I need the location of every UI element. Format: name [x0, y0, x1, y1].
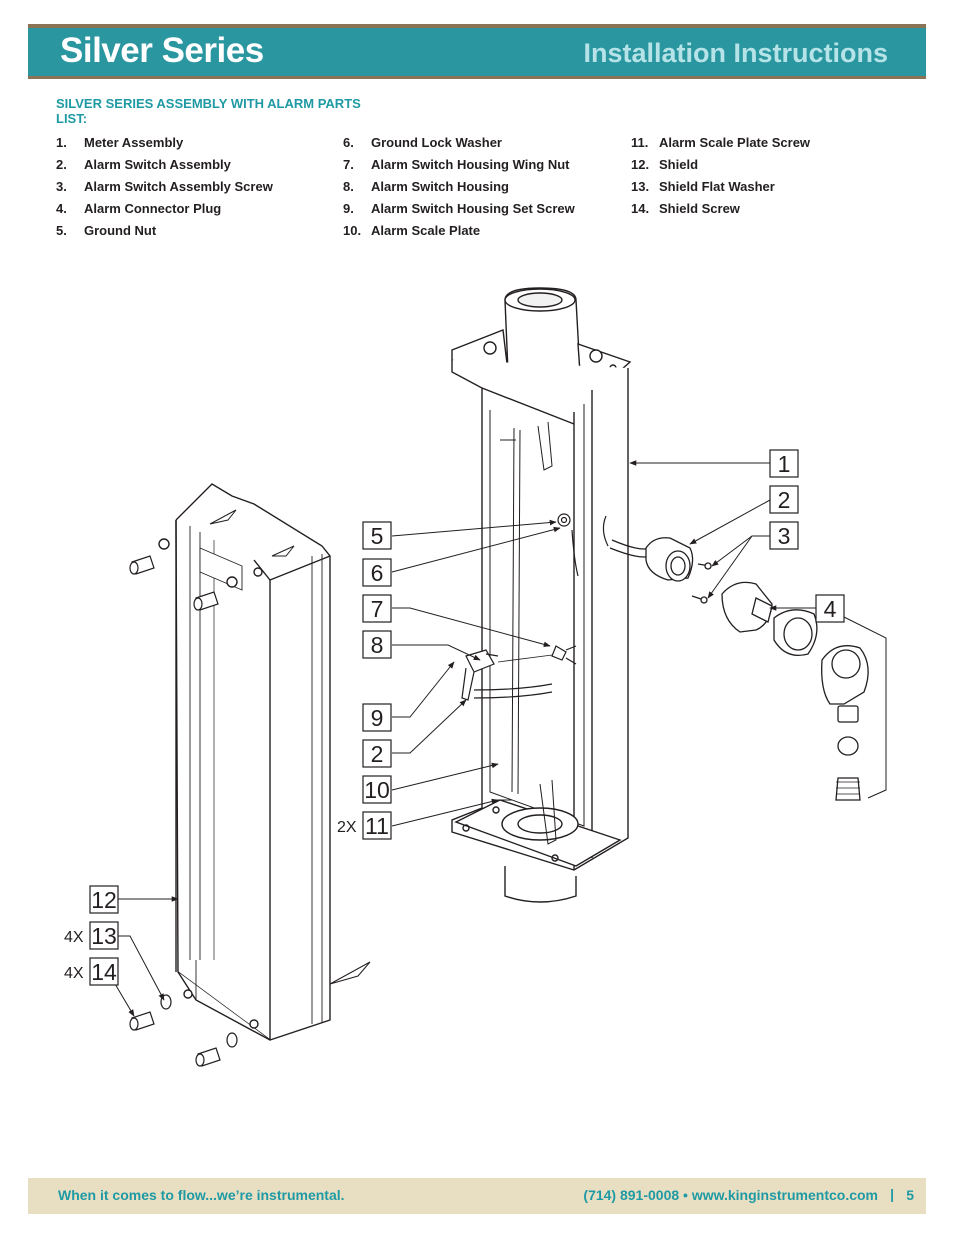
parts-column-1: 1. Meter Assembly 2. Alarm Switch Assembly… — [56, 134, 273, 244]
callout-8: 8 — [362, 630, 392, 659]
part-item: 14. Shield Screw — [631, 200, 810, 222]
part-name: Alarm Switch Assembly — [84, 157, 231, 172]
part-item: 13. Shield Flat Washer — [631, 178, 810, 200]
callout-5: 5 — [362, 521, 392, 550]
part-item: 3. Alarm Switch Assembly Screw — [56, 178, 273, 200]
callout-label: 4 — [824, 596, 837, 622]
shield-screws — [129, 555, 238, 1067]
header-bottom-rule — [28, 76, 926, 79]
part-name: Shield Screw — [659, 201, 740, 216]
part-name: Alarm Switch Housing — [371, 179, 509, 194]
part-number: 8. — [343, 179, 354, 194]
callout-label: 7 — [371, 596, 384, 622]
part-number: 9. — [343, 201, 354, 216]
part-number: 14. — [631, 201, 650, 216]
parts-column-2: 6. Ground Lock Washer 7. Alarm Switch Hous… — [343, 134, 575, 244]
header-top-rule — [28, 24, 926, 28]
callout-label: 1 — [778, 451, 791, 477]
part-item: 2. Alarm Switch Assembly — [56, 156, 273, 178]
callout-label: 3 — [778, 523, 791, 549]
header-bar — [28, 28, 926, 76]
part-number: 5. — [56, 223, 67, 238]
callout-9: 9 — [362, 703, 392, 732]
callout-13: 13 4X — [64, 921, 119, 950]
part-name: Alarm Scale Plate — [371, 223, 481, 238]
footer-separator: | — [890, 1186, 894, 1202]
part-number: 13. — [631, 179, 650, 194]
callout-12: 12 — [89, 885, 119, 914]
part-number: 4. — [56, 201, 67, 216]
part-name: Shield — [659, 157, 699, 172]
series-title: Silver Series — [60, 31, 264, 70]
callout-label: 2 — [371, 741, 384, 767]
axis-arrows — [209, 509, 371, 985]
callout-10: 10 — [362, 775, 392, 804]
part-item: 6. Ground Lock Washer — [343, 134, 575, 156]
part-item: 1. Meter Assembly — [56, 134, 273, 156]
part-item: 4. Alarm Connector Plug — [56, 200, 273, 222]
leader-lines — [107, 460, 816, 1017]
part-name: Ground Nut — [84, 223, 157, 238]
callout-label: 14 — [91, 959, 117, 985]
footer-contact: (714) 891-0008 • www.kinginstrumentco.co… — [583, 1187, 878, 1203]
callout-label: 9 — [371, 705, 384, 731]
part-item: 9. Alarm Switch Housing Set Screw — [343, 200, 575, 222]
callout-label: 12 — [91, 887, 117, 913]
callout-2: 2 — [769, 485, 799, 514]
callout-label: 5 — [371, 523, 384, 549]
callout-4: 4 — [815, 594, 845, 623]
parts-list-heading: SILVER SERIES ASSEMBLY WITH ALARM PARTS … — [56, 96, 361, 126]
meter-assembly — [451, 287, 632, 903]
part-number: 6. — [343, 135, 354, 150]
callout-7: 7 — [362, 594, 392, 623]
part-name: Meter Assembly — [84, 135, 184, 150]
part-item: 12. Shield — [631, 156, 810, 178]
callout-2-lower: 2 — [362, 739, 392, 768]
alarm-switch-housing — [461, 645, 577, 701]
callout-label: 6 — [371, 560, 384, 586]
part-number: 11. — [631, 135, 649, 150]
part-item: 7. Alarm Switch Housing Wing Nut — [343, 156, 575, 178]
part-number: 3. — [56, 179, 67, 194]
part-number: 12. — [631, 157, 650, 172]
part-number: 1. — [56, 135, 67, 150]
part-item: 5. Ground Nut — [56, 222, 273, 244]
quantity-multiplier: 4X — [64, 965, 84, 982]
part-name: Alarm Scale Plate Screw — [659, 135, 811, 150]
callout-3: 3 — [769, 521, 799, 550]
part-item: 8. Alarm Switch Housing — [343, 178, 575, 200]
parts-column-3: 11. Alarm Scale Plate Screw 12. Shield 13.… — [631, 134, 810, 222]
part-name: Alarm Switch Assembly Screw — [84, 179, 273, 194]
part-name: Alarm Switch Housing Wing Nut — [371, 157, 570, 172]
shield — [158, 483, 331, 1041]
callout-1: 1 — [769, 449, 799, 478]
part-number: 10. — [343, 223, 362, 238]
alarm-connector-plug — [721, 581, 887, 801]
part-name: Ground Lock Washer — [371, 135, 502, 150]
callout-label: 2 — [778, 487, 791, 513]
part-name: Alarm Switch Housing Set Screw — [371, 201, 575, 216]
callout-14: 14 4X — [64, 957, 119, 986]
callout-6: 6 — [362, 558, 392, 587]
quantity-multiplier: 2X — [337, 819, 357, 836]
quantity-multiplier: 4X — [64, 929, 84, 946]
document-title: Installation Instructions — [583, 38, 888, 68]
footer-tagline: When it comes to flow...we’re instrument… — [58, 1187, 345, 1203]
page-number: 5 — [906, 1187, 914, 1203]
alarm-switch-assembly — [609, 537, 712, 604]
callout-label: 11 — [365, 813, 389, 839]
part-name: Alarm Connector Plug — [84, 201, 222, 216]
part-item: 11. Alarm Scale Plate Screw — [631, 134, 810, 156]
callout-label: 10 — [364, 777, 390, 803]
footer-bar — [28, 1178, 926, 1214]
callout-label: 13 — [91, 923, 117, 949]
part-number: 2. — [56, 157, 67, 172]
callout-label: 8 — [371, 632, 384, 658]
part-name: Shield Flat Washer — [659, 179, 775, 194]
callout-11: 11 2X — [337, 811, 392, 840]
part-item: 10. Alarm Scale Plate — [343, 222, 575, 244]
ground-hardware — [557, 513, 609, 577]
part-number: 7. — [343, 157, 354, 172]
